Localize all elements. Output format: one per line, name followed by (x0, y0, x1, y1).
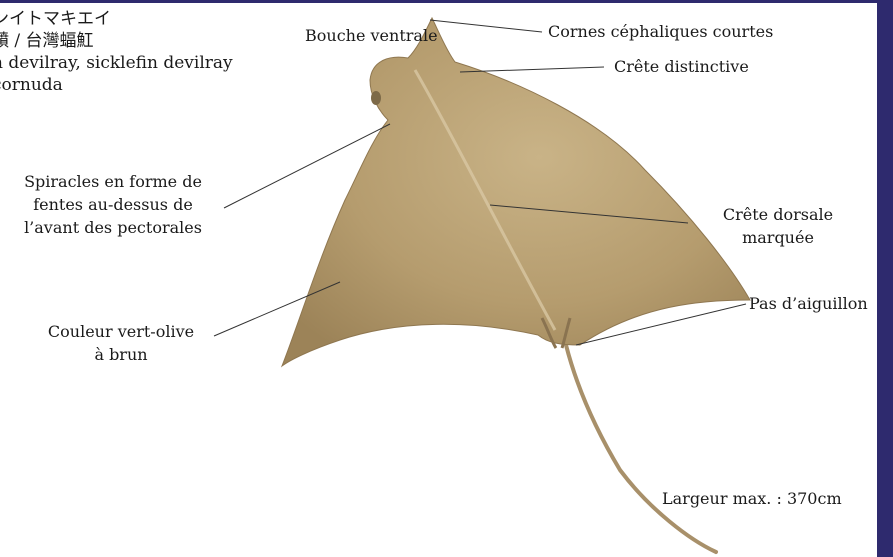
species-names: ンイトマキエイ 鱝 / 台灣蝠魟 n devilray, sicklefin d… (0, 8, 233, 96)
name-latin: cornuda (0, 74, 233, 96)
label-crete-dorsale-line-1: Crête dorsale (700, 203, 856, 226)
spiracle-mark (371, 91, 381, 105)
label-largeur-max: Largeur max. : 370cm (662, 487, 842, 510)
name-japanese: ンイトマキエイ (0, 8, 233, 30)
label-couleur: Couleur vert-olive à brun (30, 320, 212, 366)
label-spiracles-line-1: Spiracles en forme de (2, 170, 224, 193)
label-bouche-ventrale: Bouche ventrale (305, 24, 438, 47)
label-crete-dorsale: Crête dorsale marquée (700, 203, 856, 249)
label-pas-aiguillon: Pas d’aiguillon (749, 292, 868, 315)
label-crete-dorsale-line-2: marquée (700, 226, 856, 249)
label-spiracles-line-2: fentes au-dessus de (2, 193, 224, 216)
label-spiracles: Spiracles en forme de fentes au-dessus d… (2, 170, 224, 239)
label-spiracles-line-3: l’avant des pectorales (2, 216, 224, 239)
tail (566, 345, 716, 552)
label-cornes-cephaliques: Cornes céphaliques courtes (548, 20, 773, 43)
label-couleur-line-2: à brun (30, 343, 212, 366)
leader-cornes (430, 20, 542, 32)
label-crete-distinctive: Crête distinctive (614, 55, 749, 78)
name-chinese: 鱝 / 台灣蝠魟 (0, 30, 233, 52)
name-english: n devilray, sicklefin devilray (0, 52, 233, 74)
label-couleur-line-1: Couleur vert-olive (30, 320, 212, 343)
leader-crete-distinctive (460, 67, 604, 72)
